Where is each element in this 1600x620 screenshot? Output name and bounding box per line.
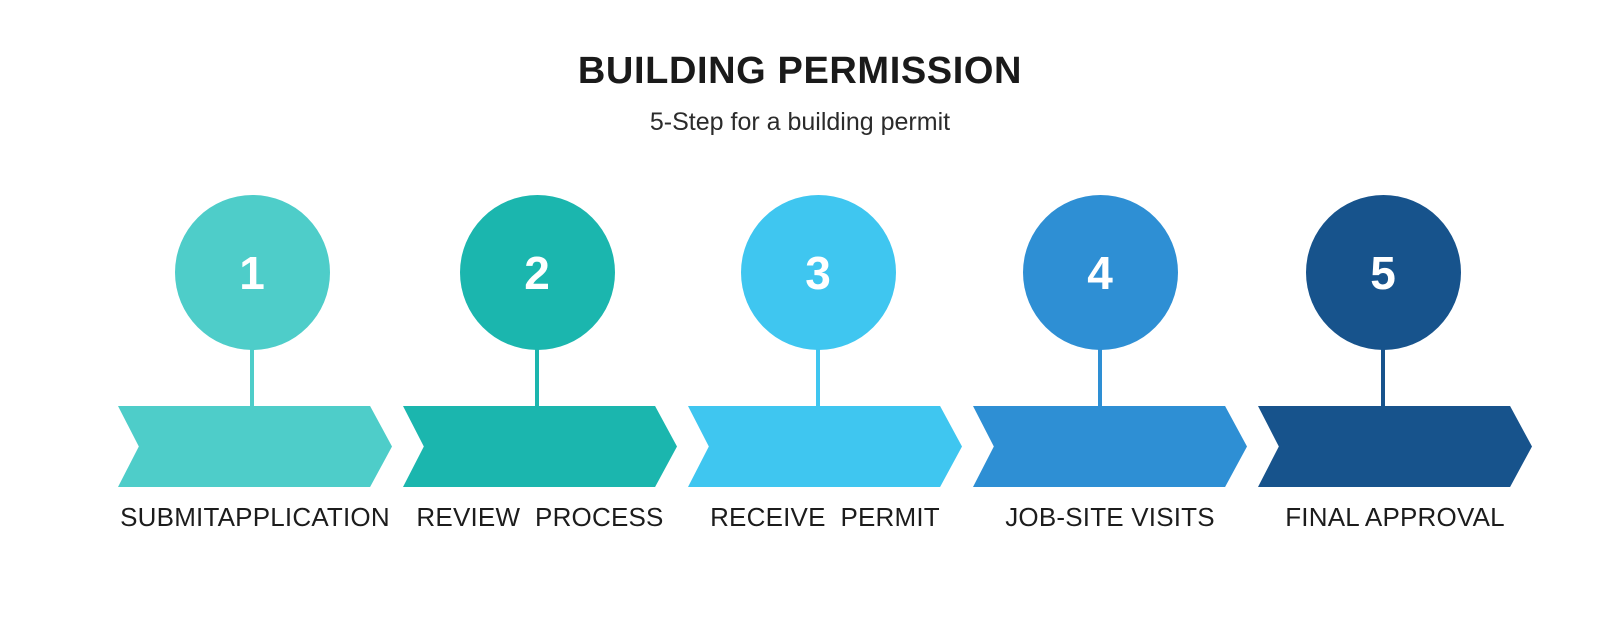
step-connector-5 <box>1381 344 1385 410</box>
step-label-3: RECEIVE PERMIT <box>710 502 940 532</box>
step-circle-4[interactable]: 4 <box>1022 195 1178 350</box>
step-chevron-5[interactable] <box>1258 406 1532 487</box>
step-circle-1[interactable]: 1 <box>174 195 330 350</box>
step-connector-1 <box>250 344 254 410</box>
step-number-4: 4 <box>1087 246 1113 299</box>
step-label-5: FINAL APPROVAL <box>1285 502 1505 532</box>
step-circle-2[interactable]: 2 <box>459 195 615 350</box>
step-number-2: 2 <box>524 246 550 299</box>
step-label-1: SUBMITAPPLICATION <box>120 502 390 532</box>
step-number-3: 3 <box>805 246 831 299</box>
step-label-4: JOB-SITE VISITS <box>1005 502 1215 532</box>
step-connector-4 <box>1098 344 1102 410</box>
step-chevron-1[interactable] <box>118 406 392 487</box>
step-chevron-3[interactable] <box>688 406 962 487</box>
step-connector-3 <box>816 344 820 410</box>
step-label-2: REVIEW PROCESS <box>416 502 664 532</box>
step-number-1: 1 <box>239 246 265 299</box>
step-connector-2 <box>535 344 539 410</box>
step-chevron-4[interactable] <box>973 406 1247 487</box>
step-number-5: 5 <box>1370 246 1396 299</box>
infographic-header: BUILDING PERMISSION 5-Step for a buildin… <box>0 0 1600 136</box>
step-circle-5[interactable]: 5 <box>1305 195 1461 350</box>
page-subtitle: 5-Step for a building permit <box>649 107 951 136</box>
step-chevron-2[interactable] <box>403 406 677 487</box>
page-title: BUILDING PERMISSION <box>577 50 1023 92</box>
step-circle-3[interactable]: 3 <box>740 195 896 350</box>
